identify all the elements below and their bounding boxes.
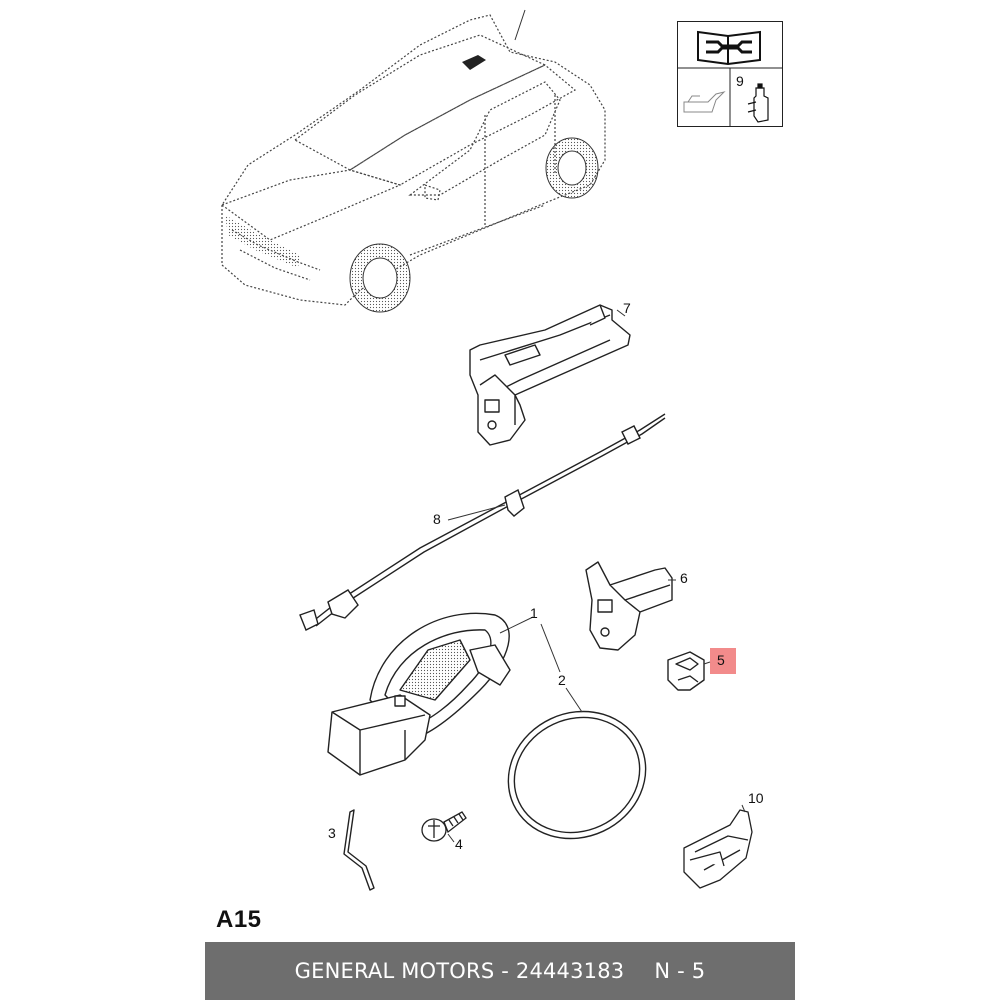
callout-1: 1: [530, 605, 538, 621]
leader-7: [616, 309, 626, 317]
vehicle-wheel-hubs: [362, 150, 587, 299]
reference-box-label-9: 9: [736, 73, 744, 89]
reference-box-graphics: 9: [678, 30, 782, 126]
part-1-filler-housing: [327, 612, 511, 776]
callout-7: 7: [623, 300, 631, 316]
callout-5-highlight: [710, 648, 736, 674]
vehicle-front-shading: [225, 215, 300, 268]
reference-clip-icon: [747, 83, 769, 123]
manual-wrench-icon: [697, 30, 761, 66]
reference-info-box: 9: [677, 21, 783, 127]
leader-4: [447, 833, 455, 843]
part-10-retainer-clip: [683, 809, 753, 889]
part-6-latch-bracket: [585, 561, 673, 651]
part-5-clip: [667, 651, 705, 691]
callout-10: 10: [748, 790, 764, 806]
callout-6: 6: [680, 570, 688, 586]
oil-can-icon: [683, 91, 726, 113]
callout-5: 5: [717, 652, 725, 668]
roof-marker: [462, 55, 486, 70]
vehicle-illustration: [220, 14, 606, 306]
callout-3: 3: [328, 825, 336, 841]
roof-leader-line: [514, 9, 526, 41]
part-4-screw: [421, 811, 467, 842]
diagram-position-code: N - 5: [654, 959, 706, 983]
part-2-seal: [507, 710, 647, 840]
part-number-footer: GENERAL MOTORS - 24443183 N - 5: [205, 942, 795, 1000]
leader-1: [499, 616, 561, 673]
callout-4: 4: [455, 836, 463, 852]
callout-8: 8: [433, 511, 441, 527]
leader-2: [565, 687, 583, 713]
diagram-section-code: A15: [216, 906, 262, 933]
part-7-bracket-housing: [469, 304, 631, 446]
part-3-spring-wire: [343, 809, 375, 891]
leader-10: [741, 804, 746, 813]
leader-8: [447, 504, 506, 521]
part-8-release-cable: [299, 413, 666, 631]
manufacturer-part-number: GENERAL MOTORS - 24443183: [294, 959, 625, 983]
leader-5: [703, 661, 711, 665]
callout-2: 2: [558, 672, 566, 688]
